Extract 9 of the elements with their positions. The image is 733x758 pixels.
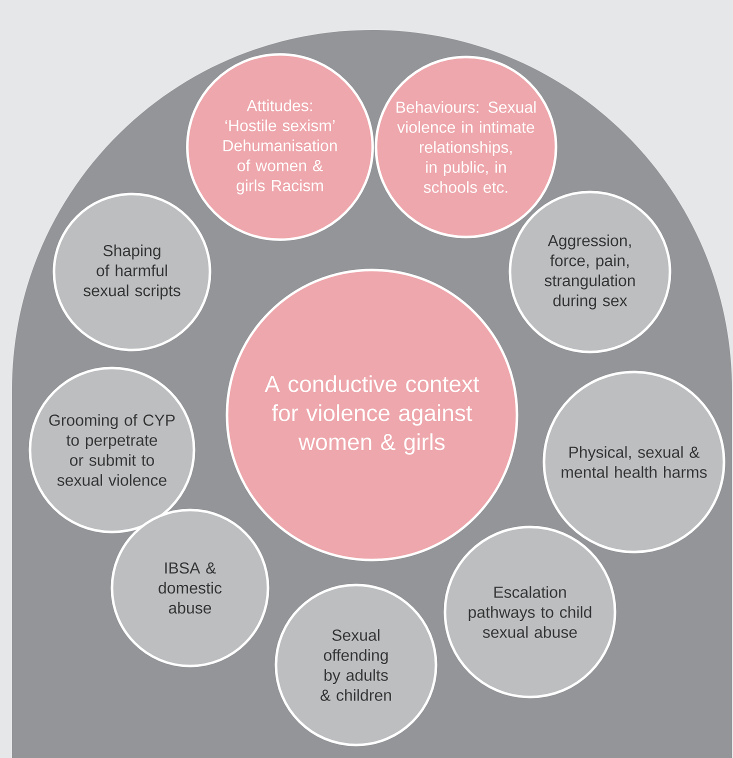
circle-node: Grooming of CYP to perpetrate or submit to sexual violence [28, 366, 196, 534]
circle-node: Shaping of harmful sexual scripts [52, 192, 212, 352]
circle-node: Physical, sexual & mental health harms [542, 370, 726, 554]
circle-node: Aggression, force, pain, strangulation during sex [508, 190, 672, 354]
circle-node: Attitudes: ‘Hostile sexism’ Dehumanisation of women & girls Racism [186, 53, 374, 241]
circle-node: A conductive context for violence against women & girls [226, 268, 518, 562]
circle-node: Sexual offending by adults & children [274, 584, 438, 746]
circle-node: IBSA & domestic abuse [110, 508, 270, 668]
circle-node: Escalation pathways to child sexual abuse [444, 526, 616, 698]
